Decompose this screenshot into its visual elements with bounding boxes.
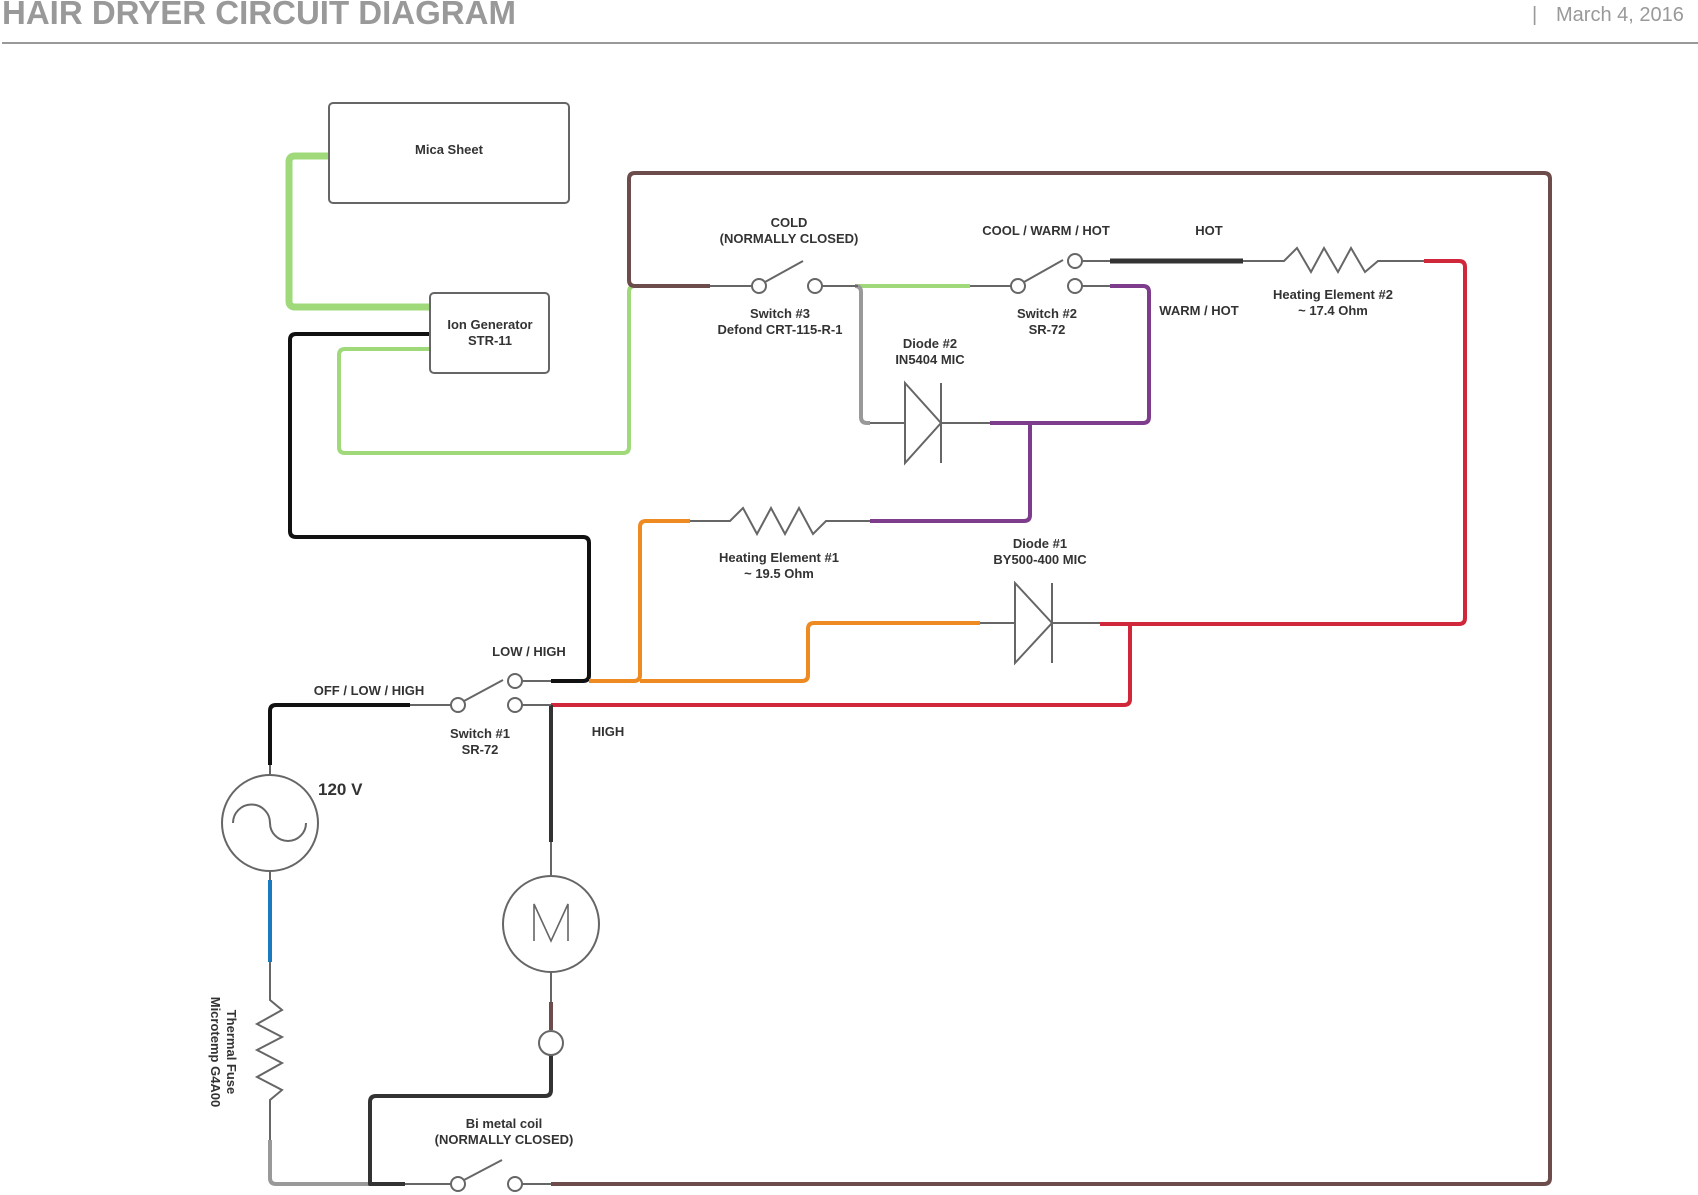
switch-3-mode: COLD xyxy=(771,215,808,230)
switch-2-warm-label: WARM / HOT xyxy=(1159,303,1238,318)
sine-wave-icon xyxy=(232,803,307,842)
wire-orange-he1 xyxy=(589,519,690,683)
diode-2: Diode #2 IN5404 MIC xyxy=(870,336,990,466)
header-rule xyxy=(2,42,1698,44)
wire-he2-red xyxy=(1100,259,1467,626)
switch-3: COLD (NORMALLY CLOSED) Switch #3 Defond … xyxy=(710,215,858,337)
switch-1-name: Switch #1 xyxy=(450,726,510,741)
heating-element-1-name: Heating Element #1 xyxy=(719,550,839,565)
switch-1-low-label: LOW / HIGH xyxy=(492,644,566,659)
header: HAIR DRYER CIRCUIT DIAGRAM | March 4, 20… xyxy=(0,0,1698,44)
switch-1: OFF / LOW / HIGH LOW / HIGH HIGH Switch … xyxy=(314,644,625,757)
heating-element-1-value: ~ 19.5 Ohm xyxy=(744,566,814,581)
bimetal-mode: (NORMALLY CLOSED) xyxy=(435,1132,574,1147)
switch-2-name: Switch #2 xyxy=(1017,306,1077,321)
diode-2-name: Diode #2 xyxy=(903,336,957,351)
wire-motor-bimetal xyxy=(368,1055,553,1186)
thermal-fuse: Thermal Fuse Microtemp G4A00 xyxy=(208,962,285,1140)
motor-m-icon xyxy=(533,903,569,943)
wire-s3-diode2-gray xyxy=(854,284,870,425)
thermal-fuse-name: Thermal Fuse xyxy=(224,1010,239,1095)
wire-ion-green xyxy=(337,284,636,455)
wire-fuse-bimetal xyxy=(268,1140,405,1186)
wire-source-s1 xyxy=(268,703,410,765)
date-label: March 4, 2016 xyxy=(1556,4,1684,26)
mica-sheet-label: Mica Sheet xyxy=(415,142,484,157)
heating-element-1: Heating Element #1 ~ 19.5 Ohm xyxy=(690,505,870,581)
wire-ion-black xyxy=(288,332,591,683)
source-voltage: 120 V xyxy=(318,780,363,799)
switch-3-model: Defond CRT-115-R-1 xyxy=(718,322,843,337)
wire-s2-warm-purple xyxy=(990,284,1151,425)
motor xyxy=(502,842,600,1056)
heating-element-2-name: Heating Element #2 xyxy=(1273,287,1393,302)
switch-2-model: SR-72 xyxy=(1029,322,1066,337)
heating-element-2-value: ~ 17.4 Ohm xyxy=(1298,303,1368,318)
ion-generator-model: STR-11 xyxy=(468,333,512,348)
ion-generator-label: Ion Generator xyxy=(447,317,532,332)
mica-sheet: Mica Sheet xyxy=(328,102,570,204)
wire-mica-ion xyxy=(285,152,430,311)
diode-1: Diode #1 BY500-400 MIC xyxy=(980,536,1100,666)
diode-1-model: BY500-400 MIC xyxy=(993,552,1087,567)
diode-2-model: IN5404 MIC xyxy=(895,352,965,367)
switch-2-mode: COOL / WARM / HOT xyxy=(982,223,1110,238)
heating-element-2: Heating Element #2 ~ 17.4 Ohm xyxy=(1243,245,1424,318)
bimetal-name: Bi metal coil xyxy=(466,1116,543,1131)
diode-1-name: Diode #1 xyxy=(1013,536,1067,551)
switch-2-hot-label: HOT xyxy=(1195,223,1223,238)
wire-brown-top xyxy=(551,171,1552,1186)
thermal-fuse-model: Microtemp G4A00 xyxy=(208,997,223,1108)
ac-source: 120 V xyxy=(221,765,363,880)
wire-purple-he1 xyxy=(870,423,1032,523)
switch-3-mode-note: (NORMALLY CLOSED) xyxy=(720,231,859,246)
switch-2: COOL / WARM / HOT HOT WARM / HOT Switch … xyxy=(970,223,1239,337)
page-title: HAIR DRYER CIRCUIT DIAGRAM xyxy=(2,0,516,31)
wire-orange-diode1 xyxy=(640,621,980,683)
bimetal-coil: Bi metal coil (NORMALLY CLOSED) xyxy=(405,1116,574,1192)
switch-1-high-label: HIGH xyxy=(592,724,625,739)
wire-red-high xyxy=(551,624,1132,707)
switch-1-mode-in: OFF / LOW / HIGH xyxy=(314,683,425,698)
ion-generator: Ion Generator STR-11 xyxy=(429,292,550,374)
date-separator: | xyxy=(1532,4,1538,26)
switch-1-model: SR-72 xyxy=(462,742,499,757)
switch-3-name: Switch #3 xyxy=(750,306,810,321)
